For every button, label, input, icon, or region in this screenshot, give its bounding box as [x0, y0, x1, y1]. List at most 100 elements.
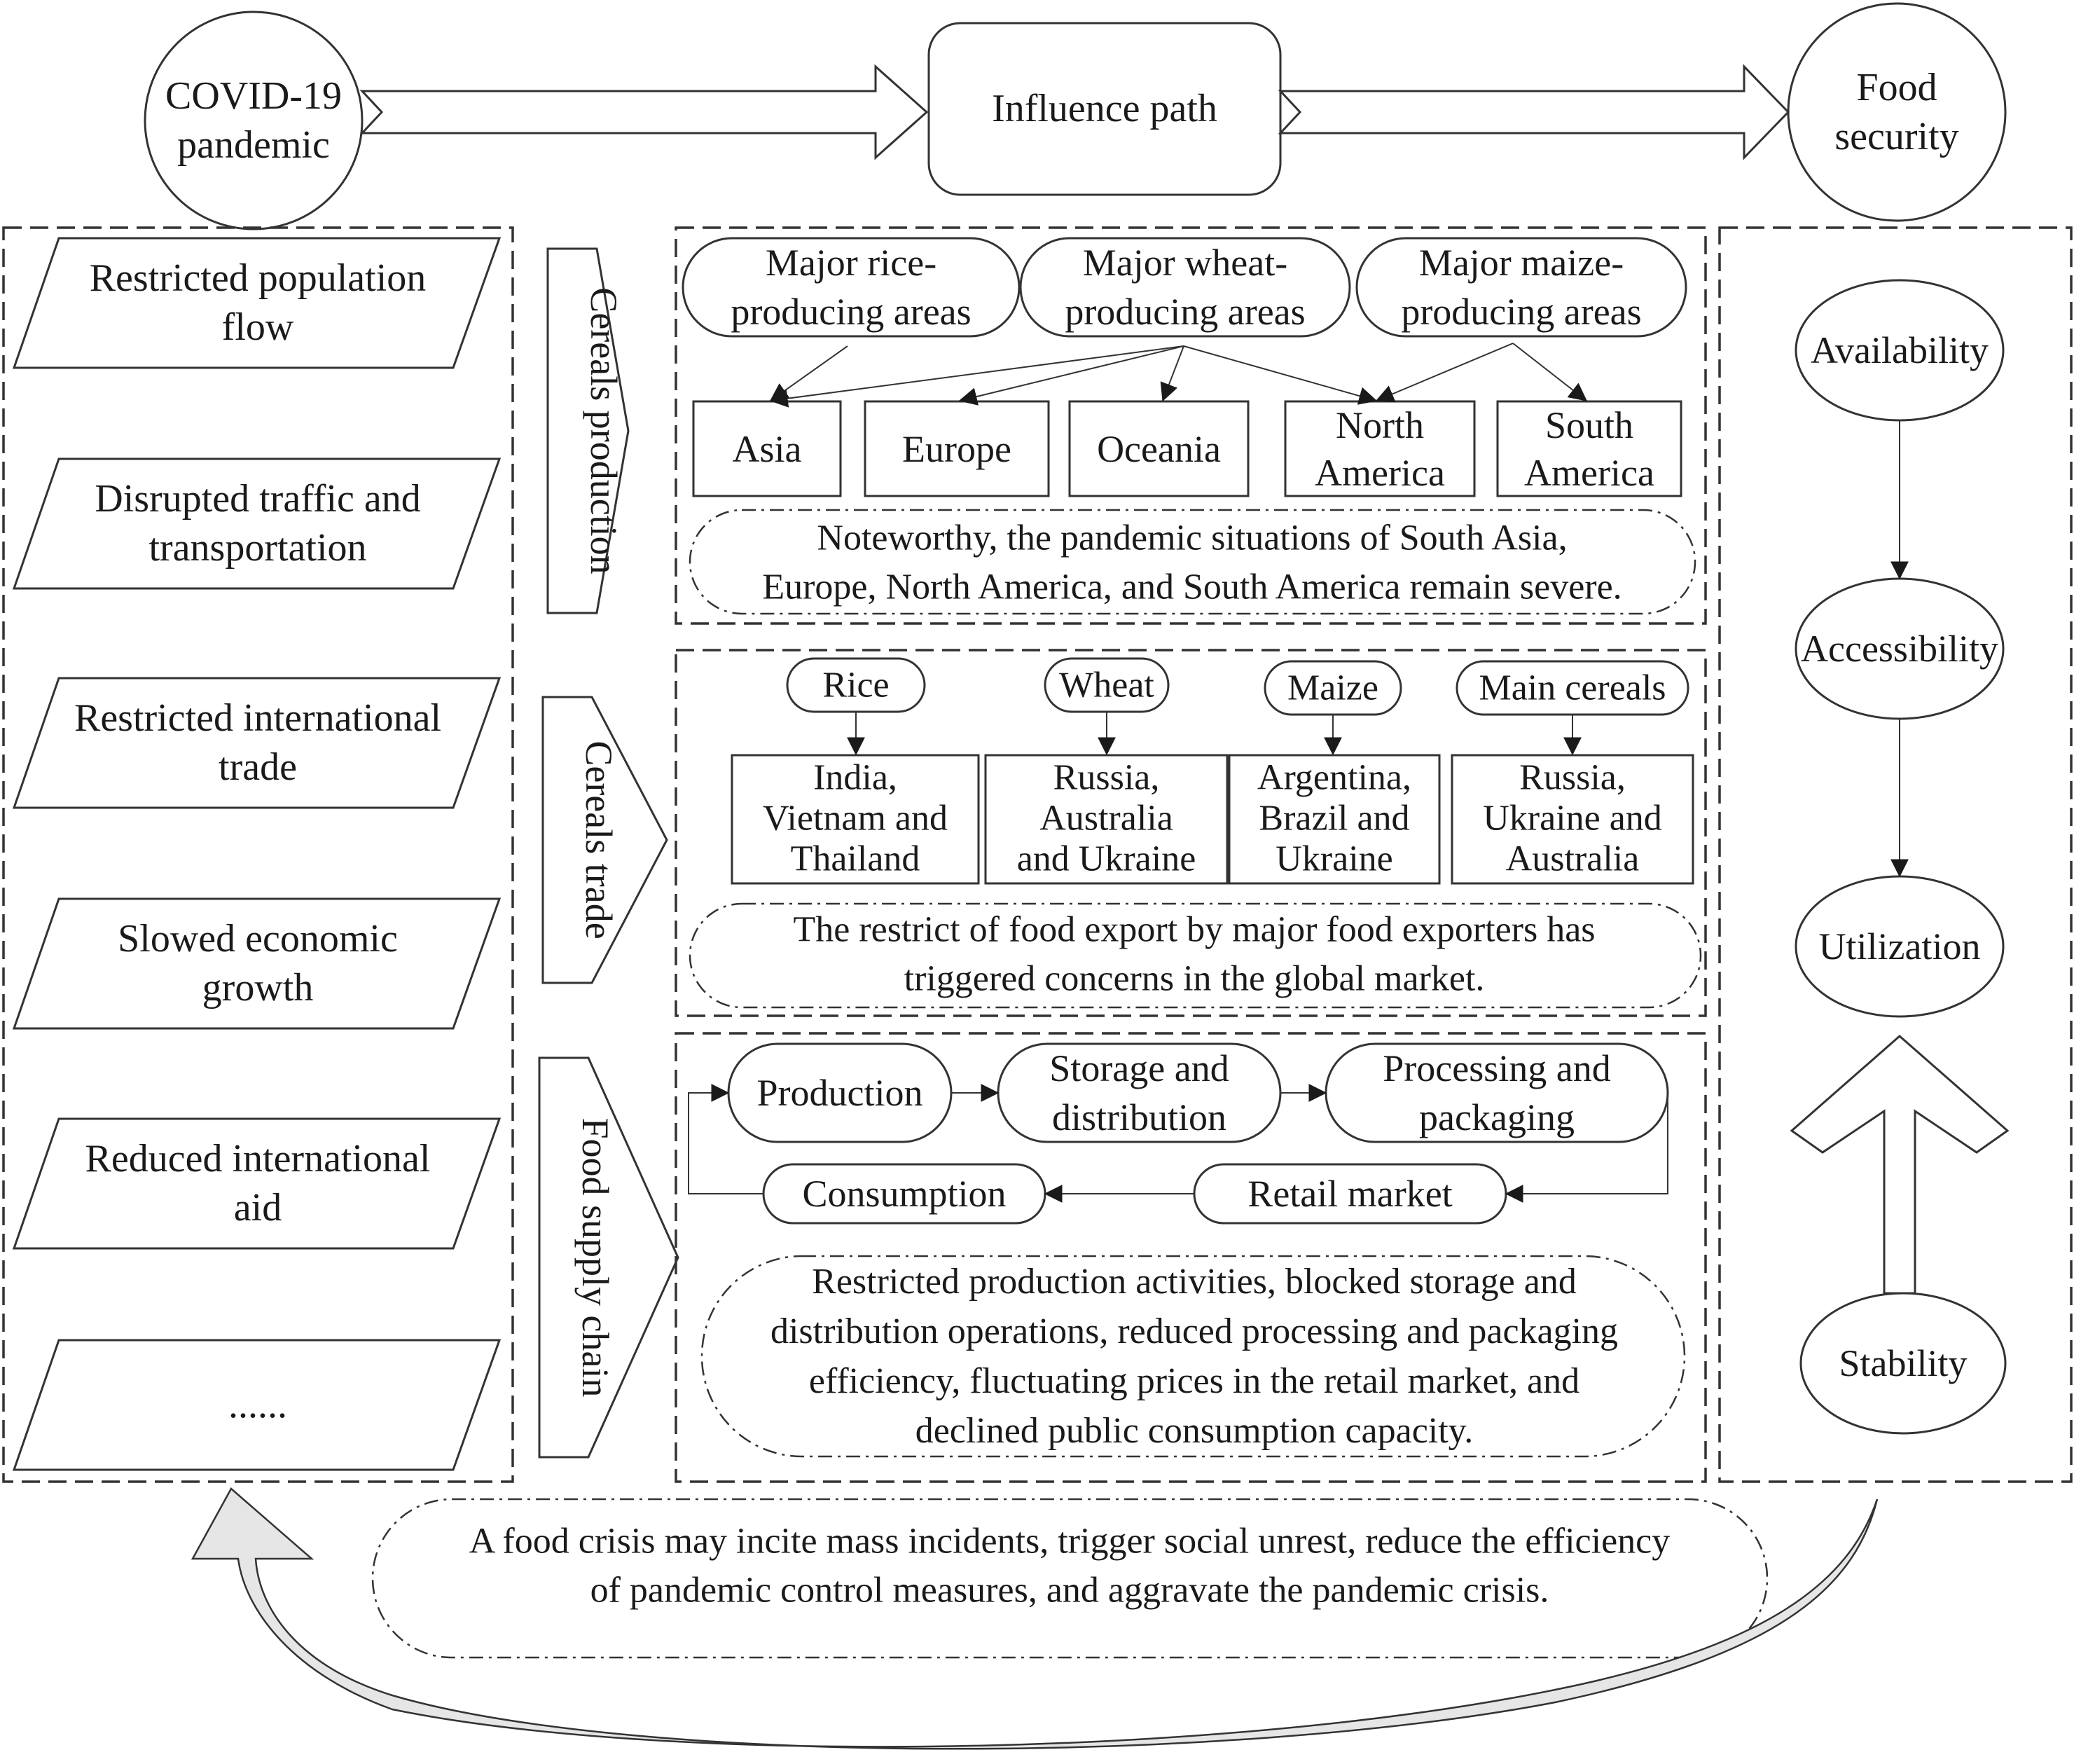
security-frame: [1718, 226, 2073, 1483]
supply-chain-note-box: [700, 1255, 1686, 1458]
crop-label: Main cereals: [1479, 668, 1666, 708]
region-box: [692, 400, 842, 497]
covid-label-line: COVID-19: [165, 74, 342, 118]
exporter-label-line: Argentina,: [1257, 758, 1411, 798]
feedback-note-line: of pandemic control measures, and aggrav…: [590, 1571, 1549, 1611]
stage-storage-label-line: distribution: [1052, 1096, 1226, 1138]
security-column: AvailabilityAccessibilityUtilizationStab…: [1718, 226, 2073, 1483]
stage-production-label-line: Production: [757, 1072, 923, 1114]
supply-chain-chevron-label-line: Food supply chain: [574, 1118, 616, 1398]
exporter-box: [1228, 754, 1441, 885]
region-box: [1068, 400, 1250, 497]
trade-note-line: triggered concerns in the global market.: [904, 959, 1485, 999]
supply-chain-note-line: distribution operations, reduced process…: [770, 1311, 1618, 1351]
production-link-arrow: [958, 345, 1184, 406]
exporter-label-line: Ukraine: [1275, 839, 1392, 879]
supply-chain-chevron-shape: [538, 1056, 679, 1459]
production-link-arrow: [1512, 343, 1588, 401]
producing-area-label-line: producing areas: [731, 291, 971, 333]
supply-chain-note: Restricted production activities, blocke…: [770, 1262, 1618, 1451]
stage-production-label: Production: [757, 1072, 923, 1114]
covid-circle: [144, 11, 364, 230]
region-label-line: Europe: [902, 428, 1011, 470]
stage-consumption-label-line: Consumption: [802, 1173, 1006, 1215]
exporter-label-line: Thailand: [791, 839, 920, 879]
region-label-line: Asia: [733, 428, 802, 470]
security-dimension-label-line: Stability: [1839, 1342, 1967, 1384]
trade-chevron-shape: [541, 696, 668, 984]
exporter-label-line: India,: [813, 758, 897, 798]
feedback-note-line: A food crisis may incite mass incidents,…: [469, 1522, 1671, 1562]
stage-processing-label-line: Processing and: [1383, 1047, 1610, 1089]
exporter-box: [984, 754, 1229, 885]
production-note-line: Europe, North America, and South America…: [762, 567, 1622, 607]
region-box: [864, 400, 1050, 497]
impact-parallelogram: [12, 677, 502, 809]
region-label-line: America: [1315, 452, 1445, 494]
supply-chain-frame: [675, 1032, 1707, 1483]
crop-label: Maize: [1287, 668, 1378, 708]
food-security-circle: [1787, 2, 2007, 222]
flow-arrow-2: [1278, 64, 1790, 160]
region-label-line: South: [1545, 404, 1633, 446]
security-dimension-label-line: Utilization: [1819, 925, 1981, 967]
trade-chevron: Cereals trade: [541, 696, 668, 984]
exporter-box: [731, 754, 980, 885]
impact-label: Disrupted traffic and transportation: [95, 477, 420, 570]
crop-label-line: Main cereals: [1479, 668, 1666, 708]
region-label: Asia: [733, 428, 802, 470]
trade-note-box: [689, 902, 1702, 1009]
feedback-loop: A food crisis may incite mass incidents,…: [191, 1487, 1879, 1750]
security-dimension-label: Accessibility: [1801, 628, 1998, 670]
production-link-arrow: [769, 345, 1184, 408]
region-label-line: Oceania: [1097, 428, 1221, 470]
impact-label-line: Restricted international: [74, 696, 441, 740]
stability-support-arrow: [1790, 1035, 2010, 1295]
impact-label-line: trade: [219, 745, 297, 789]
impact-label-line: flow: [222, 305, 294, 349]
security-dimension-label: Availability: [1811, 329, 1989, 371]
supply-chain-flow-arrow: [688, 1084, 763, 1194]
exporter-label-line: Brazil and: [1259, 799, 1409, 839]
security-dimension-label: Utilization: [1819, 925, 1981, 967]
producing-area-oval: [1019, 237, 1351, 338]
impact-label-line: growth: [202, 966, 314, 1010]
supply-chain-chevron: Food supply chain: [538, 1056, 679, 1459]
production-link-arrow: [1183, 345, 1378, 405]
impact-label-line: Disrupted traffic and: [95, 477, 420, 521]
production-link-arrow: [1160, 345, 1184, 402]
crop-label-line: Wheat: [1059, 666, 1154, 705]
impact-label-line: aid: [234, 1186, 282, 1229]
exporter-label-line: Russia,: [1519, 758, 1626, 798]
impact-label-line: Reduced international: [85, 1137, 431, 1180]
trade-note-line: The restrict of food export by major foo…: [793, 910, 1595, 950]
impact-label-line: ......: [228, 1383, 287, 1426]
flow-arrow-1: [359, 64, 929, 160]
region-label: Oceania: [1097, 428, 1221, 470]
producing-area-label: Major wheat-producing areas: [1065, 242, 1305, 333]
production-chevron-label-line: Cereals production: [583, 287, 625, 574]
trade-chevron-label: Cereals trade: [578, 740, 620, 939]
impact-label: Restricted international trade: [74, 696, 441, 789]
producing-area-label-line: Major maize-: [1419, 242, 1624, 284]
region-box: [1496, 400, 1682, 497]
impact-label: Reduced international aid: [85, 1137, 431, 1229]
impact-label-line: transportation: [148, 526, 366, 570]
exporter-label-line: Australia: [1506, 839, 1640, 879]
producing-area-label: Major maize-producing areas: [1401, 242, 1641, 333]
region-label-line: North: [1336, 404, 1424, 446]
stage-retail-label-line: Retail market: [1247, 1173, 1452, 1215]
production-link-arrow: [1375, 343, 1514, 403]
